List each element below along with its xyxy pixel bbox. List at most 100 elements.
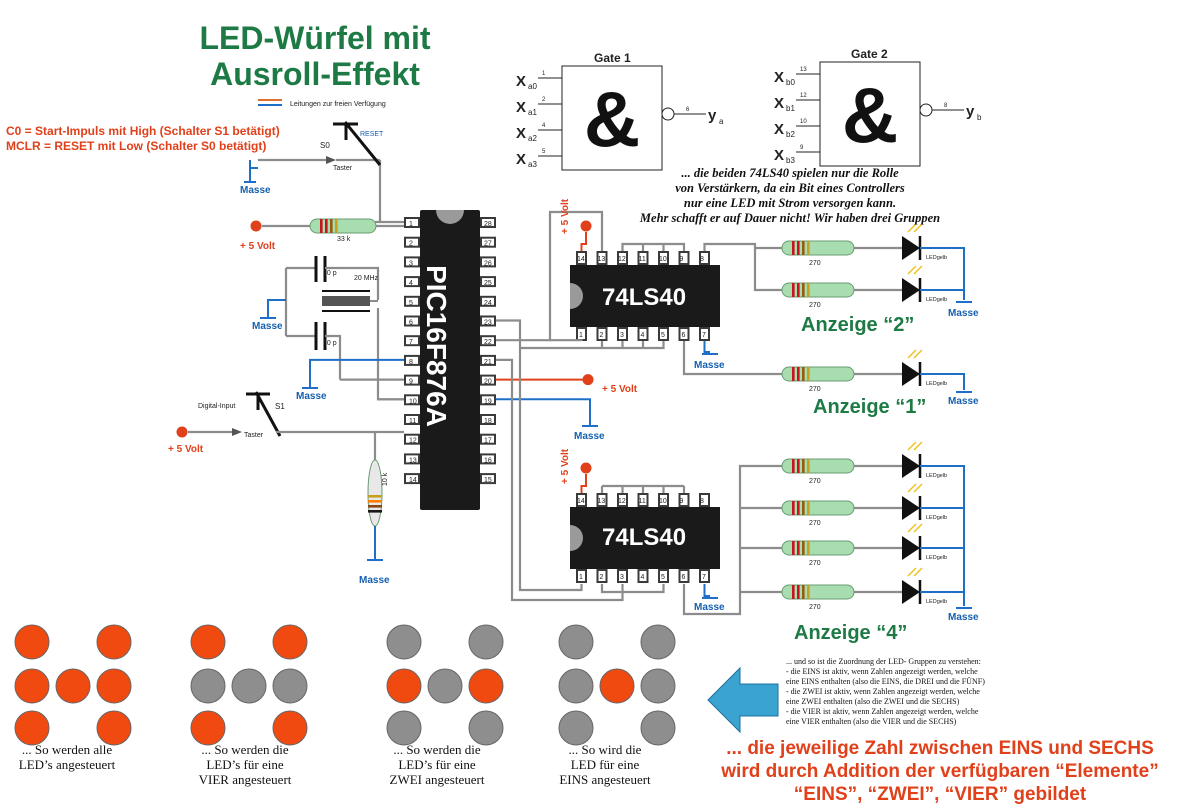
- anzeige-2-led-1-resistor-band: [797, 241, 800, 255]
- switch-digital-input-label: Digital-Input: [198, 403, 236, 410]
- ic-2-top-pin-pad: [619, 495, 626, 505]
- resistor-33k-label: 33 k: [337, 236, 351, 243]
- gate-2-input-pin: 9: [800, 145, 804, 151]
- masse-label-a1: Masse: [948, 396, 979, 407]
- dice-2-led: [190, 710, 226, 746]
- switch-s1-contact: [232, 428, 242, 436]
- title-line-2: Ausroll-Effekt: [210, 56, 420, 92]
- anzeige-4-led-1-led-ray: [907, 441, 917, 451]
- anzeige-1-led-led-ray: [907, 349, 917, 359]
- mcu-left-pin-pad: [406, 238, 418, 246]
- dice-4-caption-line: ... So wird die: [568, 742, 642, 757]
- anzeige-4-led-1-led-ray: [913, 441, 923, 451]
- resistor-10k-band: [368, 500, 382, 503]
- mcu-right-pin-pad: [482, 435, 494, 443]
- mcu-right-pin-number: 22: [484, 339, 492, 346]
- gate-1-title: Gate 1: [594, 51, 631, 65]
- anzeige-2-led-1-resistor-band: [807, 241, 810, 255]
- mcu-right-pin-pad: [482, 396, 494, 404]
- gate-2-input-pin: 12: [800, 93, 807, 99]
- dice-4-led: [640, 710, 676, 746]
- gate-2-body: [819, 61, 921, 167]
- switch-s0-contact: [326, 156, 336, 164]
- plus5-label-pin20: + 5 Volt: [602, 384, 638, 395]
- ic-2-bottom-pin-number: 6: [682, 574, 686, 581]
- dice-1-led: [96, 668, 132, 704]
- mcu-left-pin-pad: [406, 455, 418, 463]
- mcu-left-pin-number: 13: [409, 457, 417, 464]
- dice-2-led: [272, 624, 308, 660]
- anzeige-4-led-3-resistor-band: [792, 541, 795, 555]
- wire: [703, 584, 710, 597]
- mcu-right-pin-pad: [482, 297, 494, 305]
- anzeige-4-led-2-led-ray: [907, 483, 917, 493]
- plus5-terminal-s1: [176, 426, 188, 438]
- ic-2-bottom-pin-pad: [578, 571, 585, 581]
- wire: [496, 210, 604, 342]
- dice-4-led: [558, 624, 594, 660]
- mcu-left-pin-pad: [406, 376, 418, 384]
- dice-3-caption-line: LED’s für eine: [398, 757, 476, 772]
- gate-1-output-pin: 6: [686, 107, 690, 113]
- masse-label-pin8: Masse: [296, 391, 327, 402]
- anzeige-1-led-resistor-band: [807, 367, 810, 381]
- gate-2-input-sub: b3: [786, 156, 795, 165]
- ic-2-top-pin-number: 8: [700, 498, 704, 505]
- resistor-33k-band: [330, 219, 333, 233]
- ic-1-top-pin-pad: [578, 253, 585, 263]
- mcu-left-pin-number: 1: [409, 221, 413, 228]
- ic-1-top-pin-pad: [660, 253, 667, 263]
- anzeige-4-led-3-led-ray: [913, 523, 923, 533]
- mcu-left-pin-pad: [406, 297, 418, 305]
- switch-s0-label: S0: [320, 141, 330, 150]
- anzeige-4-led-1-led-label: LEDgelb: [926, 473, 947, 479]
- anzeige-2-led-1-resistor-band: [792, 241, 795, 255]
- ic-1-notch: [570, 283, 583, 309]
- wire: [944, 373, 965, 390]
- dice-1-caption-line: ... So werden alle: [21, 742, 113, 757]
- gate-1-input-sub: a0: [528, 82, 537, 91]
- mcu-right-pin-number: 25: [484, 280, 492, 287]
- ic-1-top-pin-pad: [701, 253, 708, 263]
- masse-label-ic2: Masse: [694, 602, 725, 613]
- wire: [682, 341, 782, 376]
- switch-s1-label: S1: [275, 402, 285, 411]
- anzeige-4-led-3-resistor-band: [802, 541, 805, 555]
- masse-label-osc: Masse: [252, 321, 283, 332]
- anzeige-4-led-1-resistor-band: [797, 459, 800, 473]
- mcu-left-pin-pad: [406, 258, 418, 266]
- mcu-right-pin-pad: [482, 416, 494, 423]
- anzeige-2-led-2-led-label: LEDgelb: [926, 297, 947, 303]
- gate-2-output-pin: 8: [944, 103, 948, 109]
- gate-2-input-sub: b2: [786, 130, 795, 139]
- ic-1-bottom-pin-number: 6: [682, 332, 686, 339]
- masse-label-s0: Masse: [240, 185, 271, 196]
- gate-1-symbol: &: [584, 75, 640, 163]
- mcu-left-pin-pad: [406, 435, 418, 443]
- dice-1-led: [14, 624, 50, 660]
- anzeige-4-label: Anzeige “4”: [794, 622, 908, 644]
- mcu-right-pin-number: 21: [484, 359, 492, 366]
- masse-label-a2: Masse: [948, 308, 979, 319]
- mcu-right-pin-pad: [482, 455, 494, 463]
- plus5-terminal-reset: [250, 220, 262, 232]
- gate-2-input-sub: b0: [786, 78, 795, 87]
- ic-2-bottom-pin-number: 3: [620, 574, 624, 581]
- gate-1-input-pin: 1: [542, 71, 546, 77]
- plus5-terminal-ic2: [580, 462, 592, 474]
- dice-4-led: [640, 668, 676, 704]
- mcu-name: PIC16F876A: [421, 265, 452, 427]
- mcu-left-pin-pad: [406, 396, 418, 404]
- anzeige-4-led-1-resistor-value: 270: [809, 478, 821, 485]
- ic-1-top-pin-number: 13: [598, 256, 606, 263]
- mcu-right-pin-number: 19: [484, 398, 492, 405]
- ic-1-top-pin-number: 11: [639, 256, 646, 263]
- mcu-right-pin-pad: [482, 219, 494, 226]
- gate-1-input-label: X: [516, 73, 526, 90]
- anzeige-4-led-2-resistor-value: 270: [809, 520, 821, 527]
- ic-1-bottom-pin-number: 2: [600, 332, 604, 339]
- gate-1-input-sub: a3: [528, 160, 537, 169]
- anzeige-1-led-resistor-band: [792, 367, 795, 381]
